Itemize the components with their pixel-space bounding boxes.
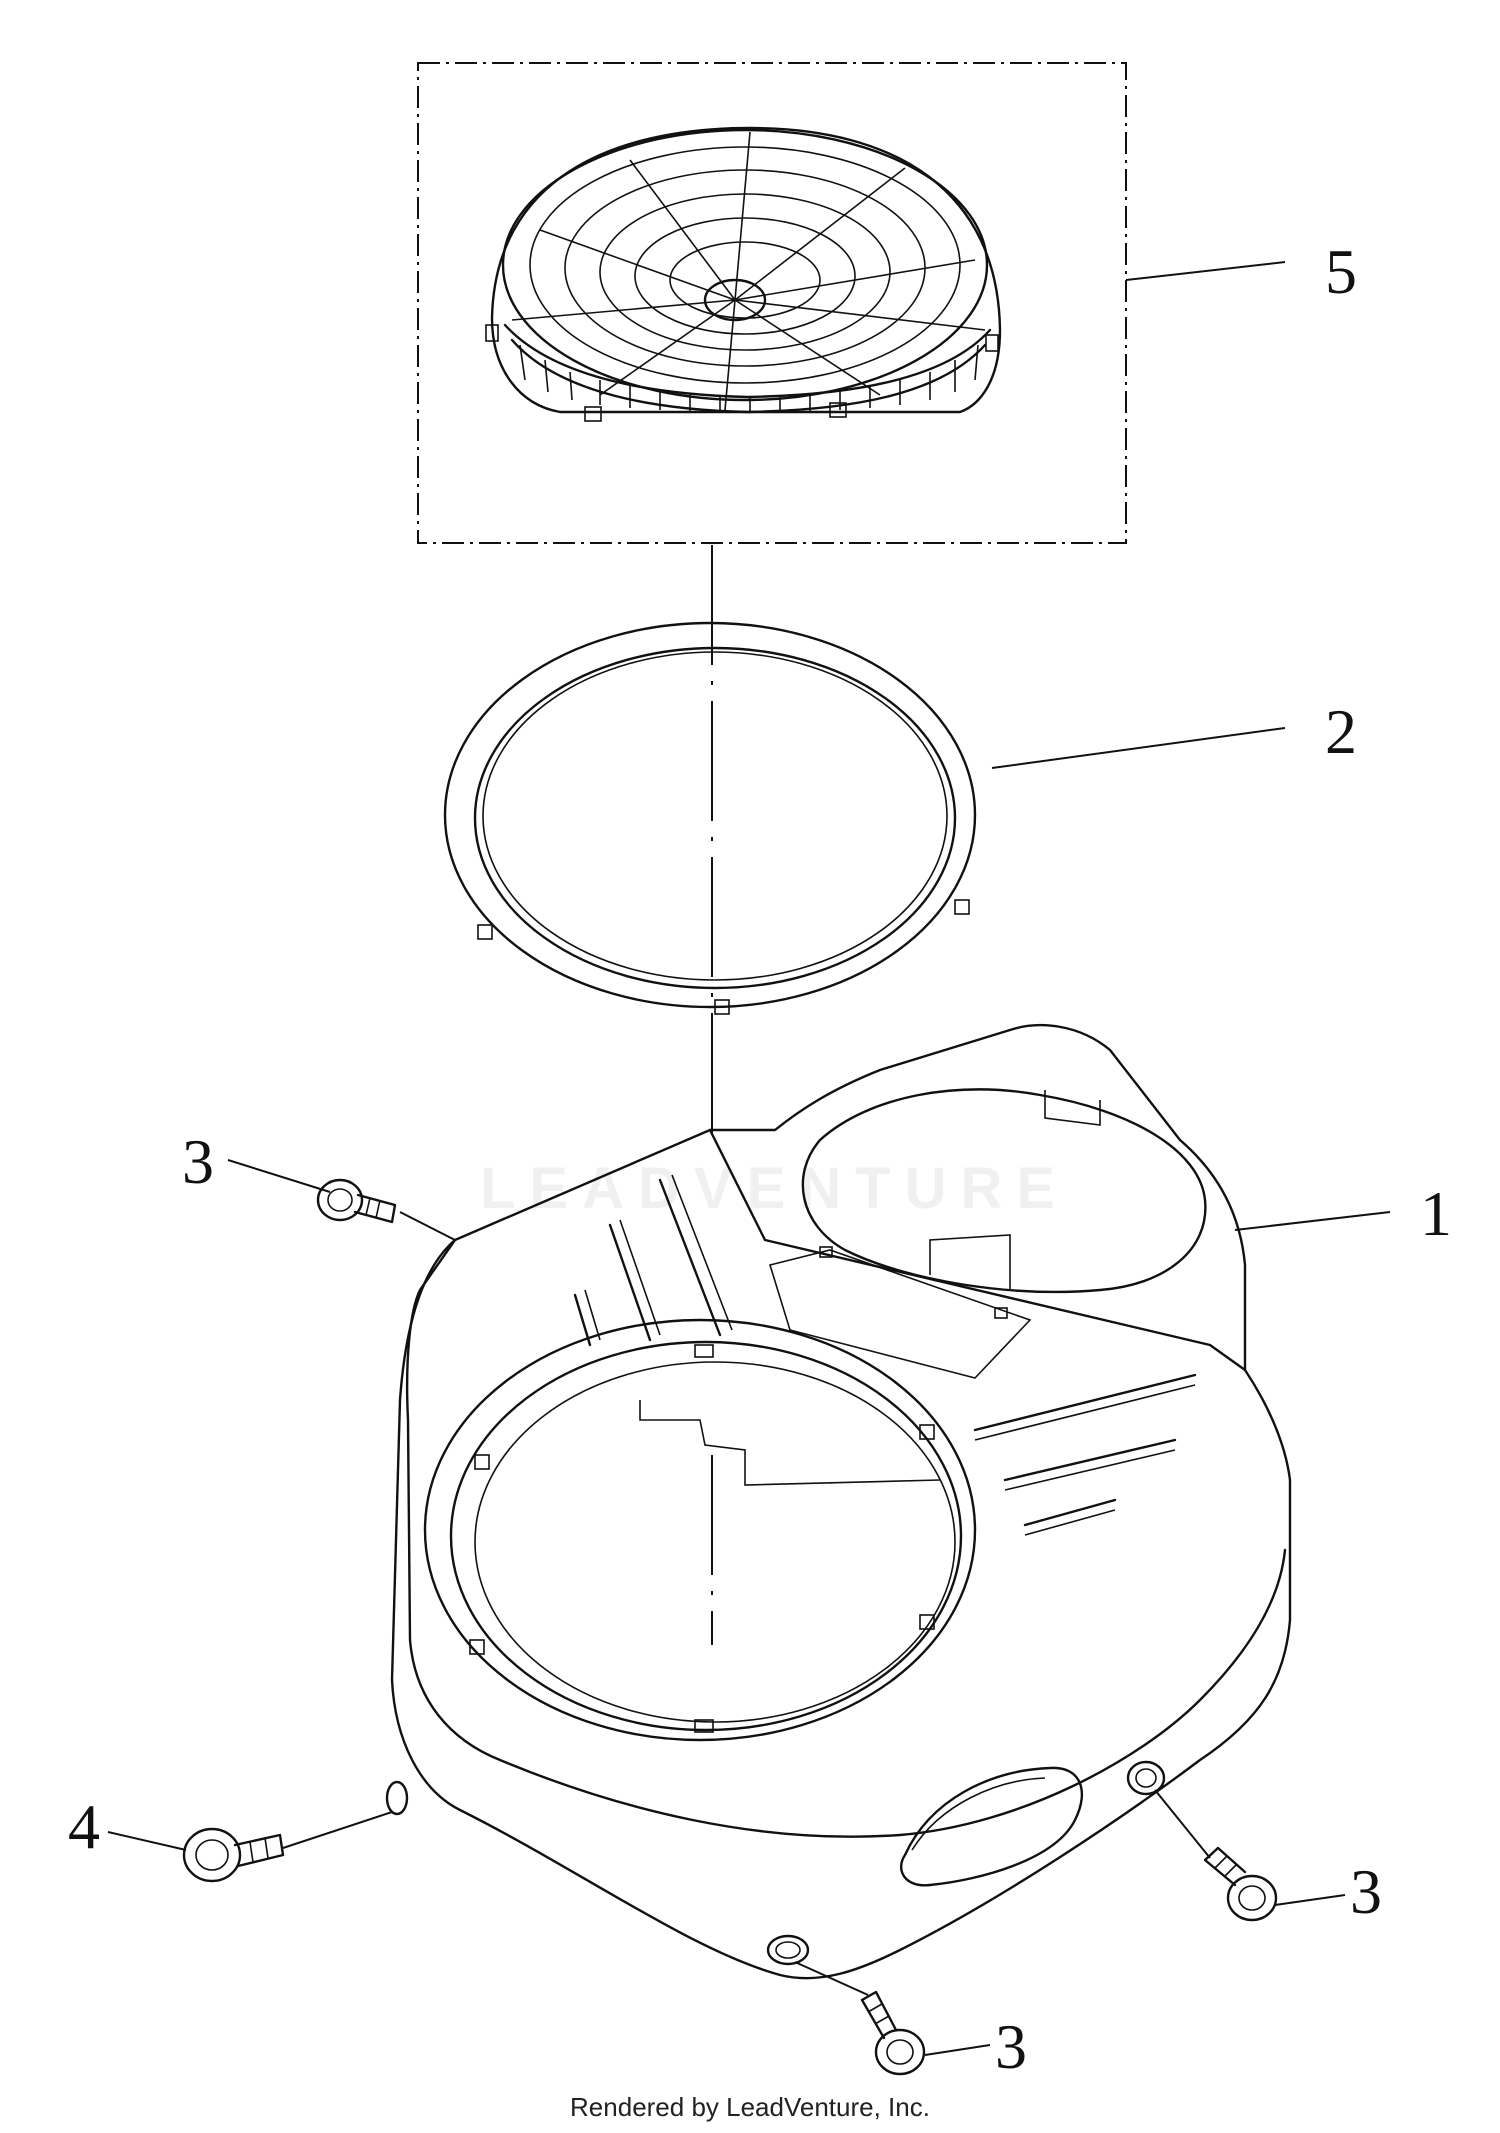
callout-1: 1: [1420, 1178, 1452, 1249]
bolt-3-bottom: [860, 1990, 926, 2076]
part-5-group-box: [417, 62, 1127, 544]
bolt-3-top: [316, 1178, 397, 1224]
callout-2: 2: [1325, 696, 1357, 767]
leader-lines: [107, 261, 1391, 2056]
watermark-text: LEADVENTURE: [480, 1156, 1070, 1221]
part-1-blower-housing: [385, 1024, 1292, 1980]
callout-3-right: 3: [1350, 1856, 1382, 1927]
callout-4: 4: [68, 1791, 100, 1862]
part-5-rotating-screen: [417, 62, 1127, 544]
bolt-3-right: [1203, 1846, 1278, 1922]
callout-3-bottom: 3: [995, 2011, 1027, 2082]
callout-3-top: 3: [182, 1126, 214, 1197]
part-2-screen-ring: [443, 621, 977, 1015]
footer-credit: Rendered by LeadVenture, Inc.: [570, 2092, 930, 2122]
callout-5: 5: [1325, 236, 1357, 307]
bolt-4: [182, 1827, 285, 1883]
